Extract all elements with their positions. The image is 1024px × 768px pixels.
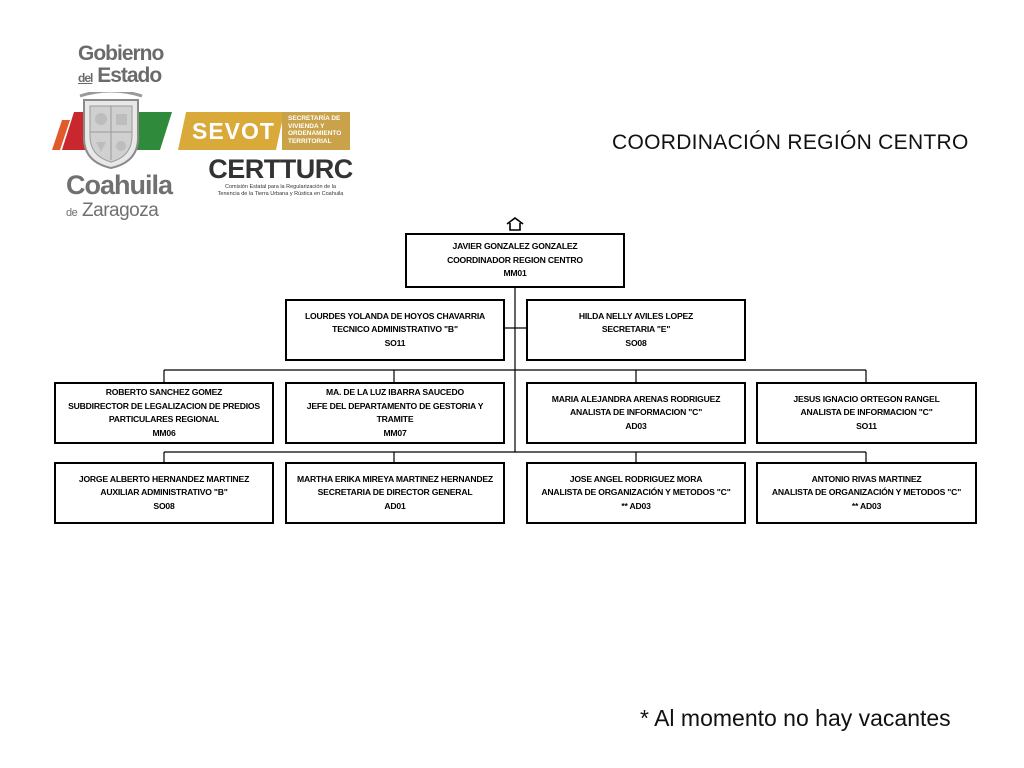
home-icon <box>506 217 524 231</box>
card-code: SO08 <box>625 337 647 348</box>
card-role: SECRETARIA "E" <box>601 324 671 335</box>
card-role: COORDINADOR REGION CENTRO <box>447 254 583 265</box>
card-name: MA. DE LA LUZ IBARRA SAUCEDO <box>326 387 464 397</box>
certturc-name: CERTTURC <box>208 154 353 184</box>
card-code: SO11 <box>384 337 406 348</box>
page-title: COORDINACIÓN REGIÓN CENTRO <box>612 131 969 154</box>
vacancy-note: * Al momento no hay vacantes <box>640 705 951 731</box>
card-role: ANALISTA DE INFORMACION "C" <box>800 407 933 418</box>
card-code: ** AD03 <box>621 500 651 511</box>
org-card-staff: HILDA NELLY AVILES LOPEZ SECRETARIA "E" … <box>526 299 746 361</box>
org-card-staff: LOURDES YOLANDA DE HOYOS CHAVARRIA TECNI… <box>285 299 505 361</box>
sevot-description-bar <box>282 112 350 150</box>
card-role: SECRETARIA DE DIRECTOR GENERAL <box>317 487 473 498</box>
card-code: SO11 <box>856 420 877 431</box>
card-name: LOURDES YOLANDA DE HOYOS CHAVARRIA <box>304 310 486 321</box>
org-card-row2: JOSE ANGEL RODRIGUEZ MORA ANALISTA DE OR… <box>526 462 746 524</box>
card-code: SO08 <box>153 500 175 511</box>
card-code: MM06 <box>152 427 176 438</box>
card-name: MARIA ALEJANDRA ARENAS RODRIGUEZ <box>551 393 721 404</box>
card-code: MM01 <box>503 268 527 279</box>
logo-del-estado-text: del Estado <box>78 64 162 88</box>
card-name: HILDA NELLY AVILES LOPEZ <box>578 310 694 321</box>
org-card-row1: MARIA ALEJANDRA ARENAS RODRIGUEZ ANALIST… <box>526 382 746 444</box>
card-name: JORGE ALBERTO HERNANDEZ MARTINEZ <box>78 473 250 484</box>
card-code: ** AD03 <box>851 500 882 511</box>
org-card-row2: MARTHA ERIKA MIREYA MARTINEZ HERNANDEZ S… <box>285 462 505 524</box>
card-name: JOSE ANGEL RODRIGUEZ MORA <box>569 473 703 484</box>
logo-coahuila-text: Coahuila <box>66 170 173 200</box>
card-role: SUBDIRECTOR DE LEGALIZACION DE PREDIOS P… <box>68 400 260 425</box>
card-role: ANALISTA DE ORGANIZACIÓN Y METODOS "C" <box>771 487 962 498</box>
card-name: JAVIER GONZALEZ GONZALEZ <box>452 241 578 252</box>
org-card-row1: JESUS IGNACIO ORTEGON RANGEL ANALISTA DE… <box>756 382 977 444</box>
card-name: JESUS IGNACIO ORTEGON RANGEL <box>793 393 940 404</box>
logo-zaragoza-word: Zaragoza <box>82 200 159 221</box>
card-role: TECNICO ADMINISTRATIVO "B" <box>332 324 458 335</box>
logo-estado-text: Estado <box>97 64 162 87</box>
card-code: MM07 <box>383 427 407 438</box>
card-code: AD01 <box>384 500 406 511</box>
state-seal-icon <box>79 92 143 170</box>
logo-gobierno-text: Gobierno <box>78 42 164 65</box>
org-card-row1: ROBERTO SANCHEZ GOMEZ SUBDIRECTOR DE LEG… <box>54 382 274 444</box>
logo-de-text: de <box>66 207 78 219</box>
sevot-name: SEVOT <box>192 118 275 144</box>
sevot-logo: SEVOT SECRETARÍA DE VIVIENDA Y ORDENAMIE… <box>178 112 350 150</box>
card-role: ANALISTA DE ORGANIZACIÓN Y METODOS "C" <box>541 487 731 498</box>
logo-zaragoza-text: de Zaragoza <box>66 200 159 222</box>
card-name: MARTHA ERIKA MIREYA MARTINEZ HERNANDEZ <box>297 473 493 484</box>
org-card-row2: JORGE ALBERTO HERNANDEZ MARTINEZ AUXILIA… <box>54 462 274 524</box>
logo-del-text: del <box>78 71 93 85</box>
card-role: JEFE DEL DEPARTAMENTO DE GESTORIA Y TRAM… <box>306 400 484 425</box>
certturc-description-line-1: Comisión Estatal para la Regularización … <box>225 184 336 190</box>
org-card-row2: ANTONIO RIVAS MARTINEZ ANALISTA DE ORGAN… <box>756 462 977 524</box>
card-name: ROBERTO SANCHEZ GOMEZ <box>105 387 223 397</box>
org-card-row1: MA. DE LA LUZ IBARRA SAUCEDO JEFE DEL DE… <box>285 382 505 444</box>
card-role: ANALISTA DE INFORMACION "C" <box>569 407 703 418</box>
org-card-coordinator: JAVIER GONZALEZ GONZALEZ COORDINADOR REG… <box>405 233 625 288</box>
certturc-logo: CERTTURC Comisión Estatal para la Regula… <box>208 154 353 202</box>
card-name: ANTONIO RIVAS MARTINEZ <box>811 473 922 484</box>
card-code: AD03 <box>625 420 647 431</box>
gobierno-coahuila-logo: Gobierno del Estado Coahuila de Zaragoza <box>52 42 182 222</box>
card-role: AUXILIAR ADMINISTRATIVO "B" <box>100 487 228 498</box>
sevot-description: SECRETARÍA DE VIVIENDA Y ORDENAMIENTO TE… <box>288 115 342 145</box>
certturc-description-line-2: Tenencia de la Tierra Urbana y Rústica e… <box>217 191 344 197</box>
